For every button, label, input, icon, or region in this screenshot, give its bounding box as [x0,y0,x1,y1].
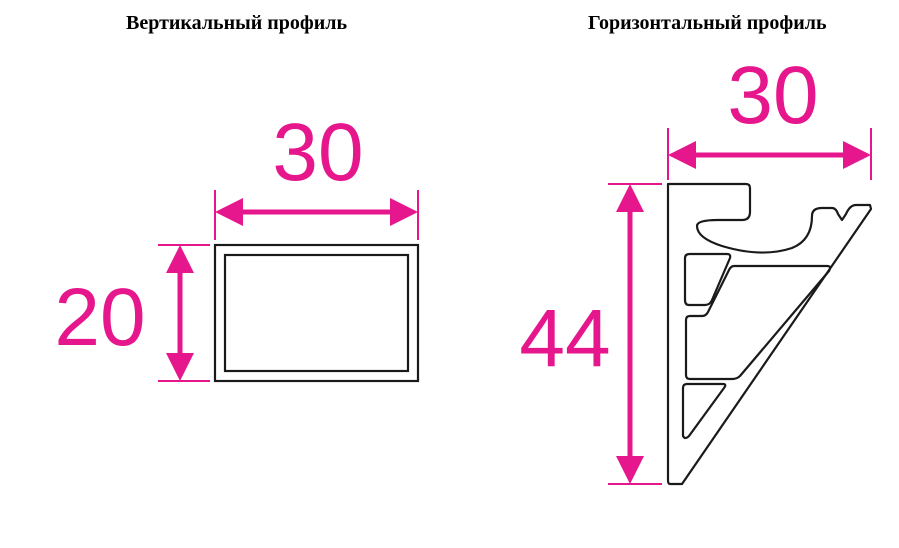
horizontal-profile-outer-wall [666,182,873,486]
horizontal-width-dimension [667,128,872,180]
horizontal-height-arrow-bottom [616,456,644,484]
vertical-height-arrow-bottom [166,353,194,381]
vertical-width-arrow-right [390,198,418,226]
vertical-width-dimension [214,190,419,240]
vertical-profile-outline [213,243,420,383]
horizontal-profile-middle-cavity [684,264,832,381]
vertical-height-dimension [158,244,210,382]
vertical-profile-inner-wall [223,253,410,373]
vertical-height-label: 20 [54,272,145,363]
vertical-width-label: 30 [272,107,363,198]
vertical-profile-outer-wall [213,243,420,383]
vertical-height-arrow-top [166,245,194,273]
vertical-profile-title: Вертикальный профиль [126,12,348,34]
horizontal-width-arrow-left [668,141,696,169]
horizontal-profile-outline [666,182,873,486]
horizontal-width-label: 30 [727,50,818,141]
vertical-profile-section: 30 20 [54,107,420,383]
horizontal-height-arrow-top [616,184,644,212]
horizontal-profile-title: Горизонтальный профиль [588,12,827,34]
horizontal-height-label: 44 [519,293,610,384]
horizontal-profile-upper-cavity [683,252,732,307]
horizontal-width-arrow-right [843,141,871,169]
horizontal-profile-lower-cavity [681,382,727,440]
horizontal-profile-section: 30 44 [519,50,873,486]
vertical-width-arrow-left [215,198,243,226]
horizontal-height-dimension [608,183,662,485]
